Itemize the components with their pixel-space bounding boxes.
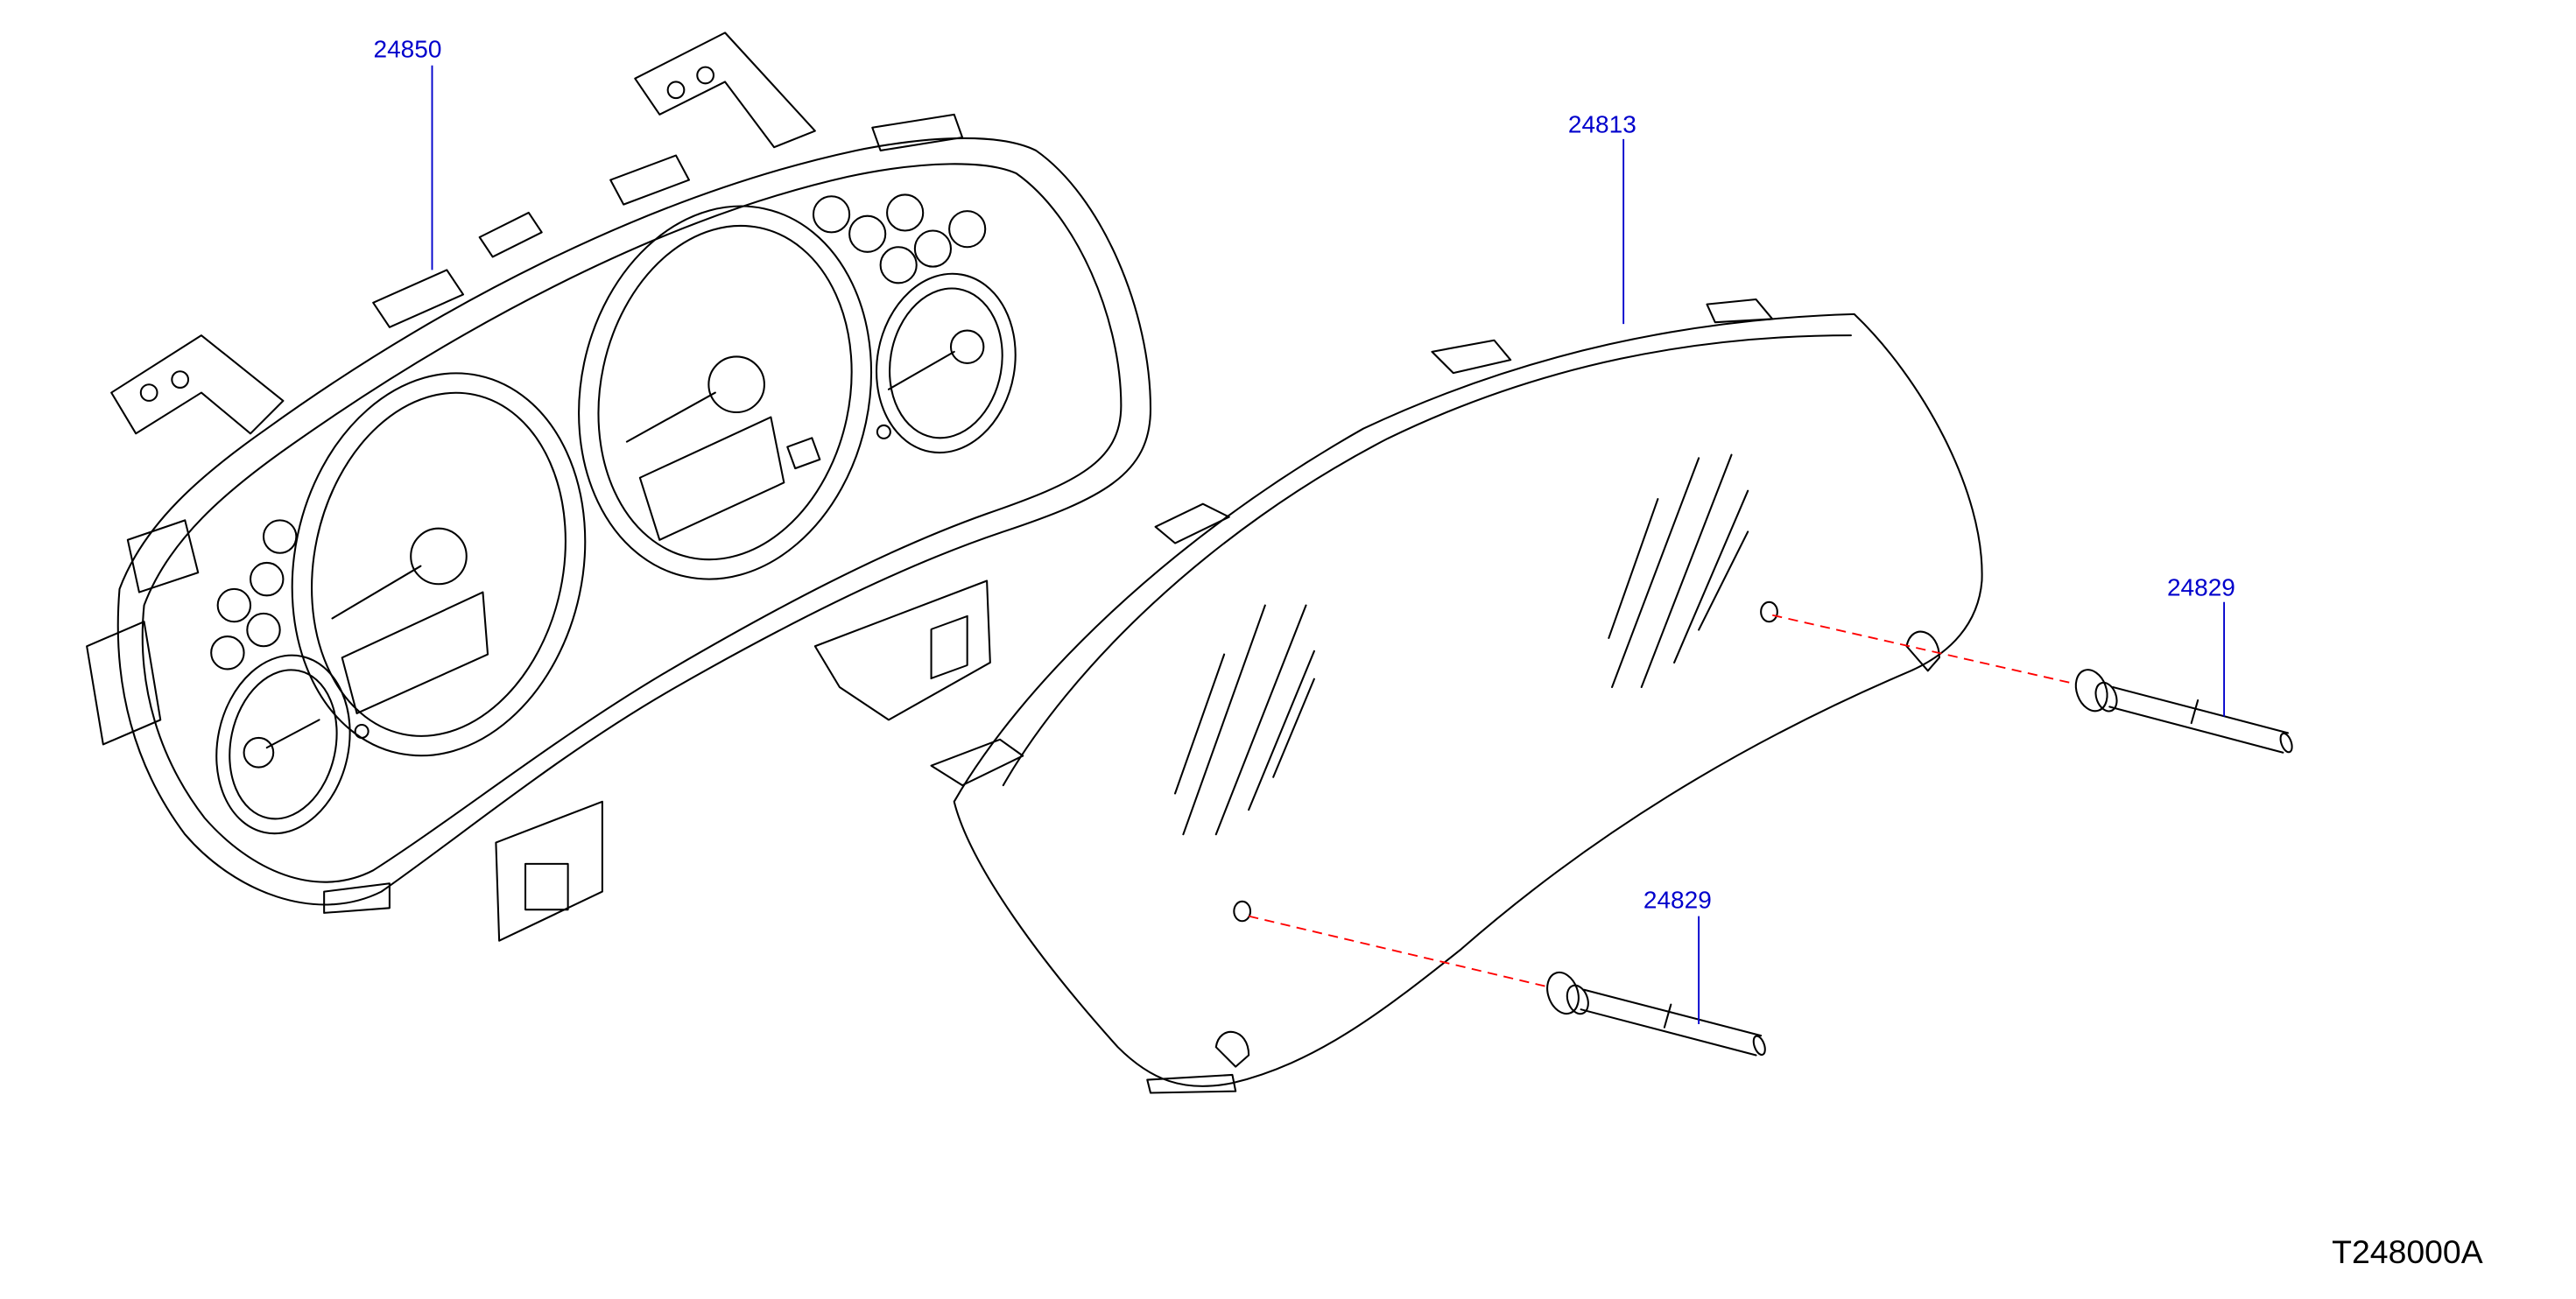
screw-tip xyxy=(1752,1035,1766,1057)
screw-thread-start xyxy=(2190,699,2199,725)
cluster-tab-hole xyxy=(139,383,158,402)
screw-shaft xyxy=(1583,988,1763,1037)
glare-line xyxy=(1174,653,1226,795)
cluster-bezel-inner xyxy=(141,163,1123,883)
cover-screw-hole-lower xyxy=(1233,900,1252,923)
part-label-cover: 24813 xyxy=(1568,110,1636,137)
cluster-clip xyxy=(372,269,465,328)
cover-clip xyxy=(1706,298,1774,324)
tachometer-hub xyxy=(410,527,468,586)
speedometer-indicator xyxy=(786,437,821,470)
warning-light xyxy=(948,210,987,249)
cluster-tab-top-left xyxy=(110,334,285,435)
fuel-gauge-knob xyxy=(876,424,891,439)
fuel-gauge-needle xyxy=(887,350,955,390)
diagram-code: T248000A xyxy=(2332,1233,2483,1270)
temp-gauge-needle xyxy=(265,719,320,749)
glare-line xyxy=(1640,453,1733,689)
fuel-gauge-face xyxy=(889,287,1003,439)
warning-light xyxy=(886,193,925,232)
speedometer-hub xyxy=(707,355,765,414)
glare-line xyxy=(1272,678,1315,778)
cluster-clip xyxy=(871,113,964,151)
cover-clip xyxy=(1146,1073,1237,1094)
glare-line xyxy=(1248,650,1315,811)
assembly-guide-upper xyxy=(1772,614,2076,685)
temp-gauge-hub xyxy=(243,736,275,769)
screw-thread-start xyxy=(1663,1003,1672,1029)
fuel-gauge-ring xyxy=(876,272,1017,454)
cover-boss-upper xyxy=(1905,630,1940,672)
warning-light xyxy=(210,635,245,671)
cover-screw-hole-upper xyxy=(1760,600,1778,623)
glare-line xyxy=(1673,489,1749,664)
warning-light xyxy=(913,229,953,268)
warning-light xyxy=(216,587,252,623)
cover-edge xyxy=(1002,334,1852,787)
part-label-screw-upper: 24829 xyxy=(2167,573,2235,600)
cluster-tab-hole xyxy=(666,81,686,100)
speedometer-face xyxy=(597,224,853,561)
glare-line xyxy=(1611,457,1700,689)
cluster-clip xyxy=(478,211,543,258)
instrument-cluster xyxy=(86,32,1152,942)
tachometer-display xyxy=(341,591,489,714)
screw-washer xyxy=(1566,984,1589,1015)
warning-light xyxy=(262,519,298,554)
part-label-cluster: 24850 xyxy=(374,35,442,62)
cluster-tab-hole xyxy=(171,370,190,389)
warning-light xyxy=(812,195,851,234)
glare-line xyxy=(1698,530,1749,631)
cluster-clip xyxy=(609,154,690,206)
cluster-clip-left xyxy=(86,621,162,746)
cluster-connector xyxy=(813,579,991,721)
cover-outline xyxy=(953,312,1983,1087)
cluster-clip-left xyxy=(126,519,200,593)
cluster-cover xyxy=(930,298,1983,1094)
glare-line xyxy=(1182,604,1266,836)
warning-light xyxy=(246,612,281,648)
tachometer-face xyxy=(311,391,567,737)
cluster-bezel-outer xyxy=(116,137,1152,906)
cover-clip xyxy=(1431,339,1512,375)
cluster-tab-hole xyxy=(696,66,715,85)
screw-lower xyxy=(1546,971,1766,1057)
screw-head xyxy=(2074,669,2108,713)
cover-clip xyxy=(930,738,1024,787)
cluster-bottom-tab xyxy=(323,882,391,914)
warning-light xyxy=(848,214,887,253)
screw-upper xyxy=(2074,669,2293,754)
glare-line xyxy=(1608,498,1659,639)
cluster-connector-window xyxy=(930,614,968,680)
cover-boss-lower xyxy=(1214,1030,1250,1068)
cover-clip xyxy=(1154,502,1230,544)
tachometer-ring xyxy=(291,372,587,757)
temp-gauge-ring xyxy=(215,654,351,835)
temp-gauge-face xyxy=(229,669,338,820)
tachometer-needle xyxy=(331,565,422,620)
screw-shaft xyxy=(1580,1008,1757,1057)
temp-gauge-knob xyxy=(354,723,370,739)
speedometer-display xyxy=(638,416,785,541)
speedometer-needle xyxy=(625,391,716,443)
fuel-gauge-hub xyxy=(949,329,985,364)
screw-head xyxy=(1546,971,1580,1015)
screw-shaft xyxy=(2111,685,2289,734)
speedometer-ring xyxy=(578,205,873,580)
screw-tip xyxy=(2279,732,2293,754)
screw-shaft xyxy=(2108,706,2284,754)
glare-line xyxy=(1214,604,1307,836)
warning-light xyxy=(250,561,285,597)
assembly-guide-lower xyxy=(1248,915,1547,987)
cluster-connector xyxy=(495,800,603,942)
screw-washer xyxy=(2094,681,2118,713)
part-label-screw-lower: 24829 xyxy=(1643,886,1712,913)
warning-light xyxy=(879,246,918,284)
cluster-connector-window xyxy=(524,862,569,911)
cluster-tab-top-right xyxy=(634,32,816,149)
